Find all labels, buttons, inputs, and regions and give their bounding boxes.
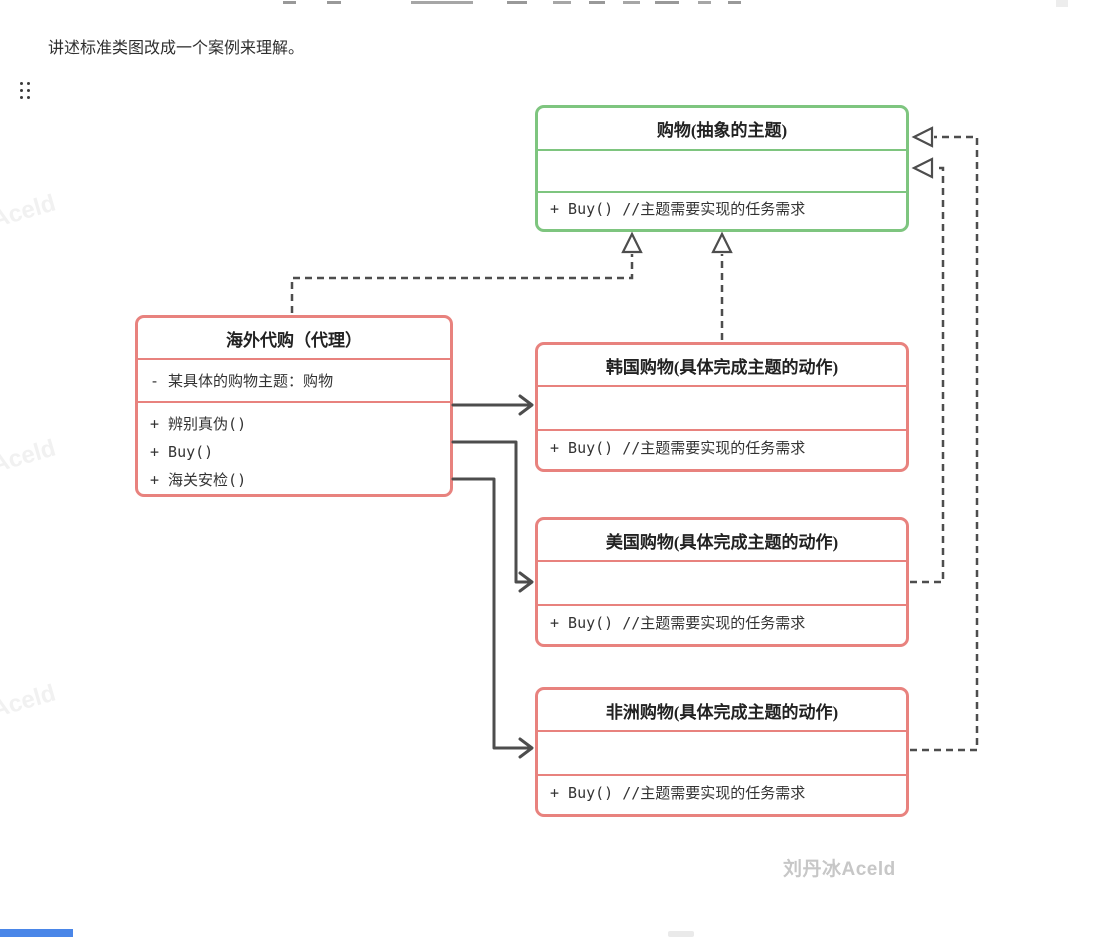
class-title: 购物(抽象的主题)	[656, 121, 788, 140]
method-line: + Buy() //主题需要实现的任务需求	[550, 439, 806, 457]
dashed-arrow-africa-to-abstract	[910, 135, 979, 752]
class-attributes-empty	[538, 149, 906, 191]
edge-watermark: Aceld	[0, 189, 59, 234]
class-box-abstract-subject: 购物(抽象的主题) + Buy() //主题需要实现的任务需求	[535, 105, 909, 232]
method-line: + Buy() //主题需要实现的任务需求	[550, 784, 806, 802]
edge-watermark: Aceld	[0, 434, 59, 479]
solid-arrow-proxy-to-korea	[451, 394, 534, 416]
method-line: + 海关安检()	[150, 471, 247, 489]
dashed-arrow-proxy-to-abstract	[290, 254, 634, 313]
class-attributes-empty	[538, 730, 906, 774]
class-title: 非洲购物(具体完成主题的动作)	[605, 702, 839, 722]
attribute-line: - 某具体的购物主题：购物	[150, 371, 334, 390]
method-line: + Buy() //主题需要实现的任务需求	[550, 200, 806, 218]
hollow-arrowhead-left	[911, 126, 934, 148]
class-box-proxy: 海外代购（代理） - 某具体的购物主题：购物 + 辨别真伪() + Buy() …	[135, 315, 453, 497]
class-methods: + Buy() //主题需要实现的任务需求	[538, 774, 906, 809]
solid-arrow-proxy-to-africa	[451, 477, 534, 759]
class-box-usa: 美国购物(具体完成主题的动作) + Buy() //主题需要实现的任务需求	[535, 517, 909, 647]
class-methods: + Buy() //主题需要实现的任务需求	[538, 429, 906, 464]
hollow-arrowhead-up	[711, 231, 733, 254]
hollow-arrowhead-left	[911, 157, 934, 179]
class-methods: + Buy() //主题需要实现的任务需求	[538, 604, 906, 639]
solid-arrow-proxy-to-usa	[451, 440, 534, 593]
class-methods: + Buy() //主题需要实现的任务需求	[538, 191, 906, 224]
page-heading: 讲述标准类图改成一个案例来理解。	[48, 40, 305, 57]
class-title: 美国购物(具体完成主题的动作)	[605, 532, 839, 552]
clipped-watermark-fragment	[1056, 0, 1068, 7]
hollow-arrowhead-up	[621, 231, 643, 254]
clipped-previous-line	[283, 0, 745, 7]
class-attributes: - 某具体的购物主题：购物	[138, 358, 450, 401]
dashed-arrow-usa-to-abstract	[910, 166, 945, 584]
class-attributes-empty	[538, 385, 906, 429]
method-line: + 辨别真伪()	[150, 415, 247, 433]
clipped-watermark-fragment	[668, 931, 694, 937]
block-drag-handle-icon[interactable]	[20, 82, 30, 99]
edge-watermark: Aceld	[0, 679, 59, 724]
class-title: 海外代购（代理）	[226, 330, 362, 350]
class-box-africa: 非洲购物(具体完成主题的动作) + Buy() //主题需要实现的任务需求	[535, 687, 909, 817]
method-line: + Buy() //主题需要实现的任务需求	[550, 614, 806, 632]
bottom-left-accent-bar	[0, 929, 73, 937]
method-line: + Buy()	[150, 443, 214, 461]
author-watermark: 刘丹冰Aceld	[783, 859, 896, 880]
class-methods: + 辨别真伪() + Buy() + 海关安检()	[138, 401, 450, 489]
class-title: 韩国购物(具体完成主题的动作)	[605, 357, 839, 377]
class-box-korea: 韩国购物(具体完成主题的动作) + Buy() //主题需要实现的任务需求	[535, 342, 909, 472]
class-attributes-empty	[538, 560, 906, 604]
